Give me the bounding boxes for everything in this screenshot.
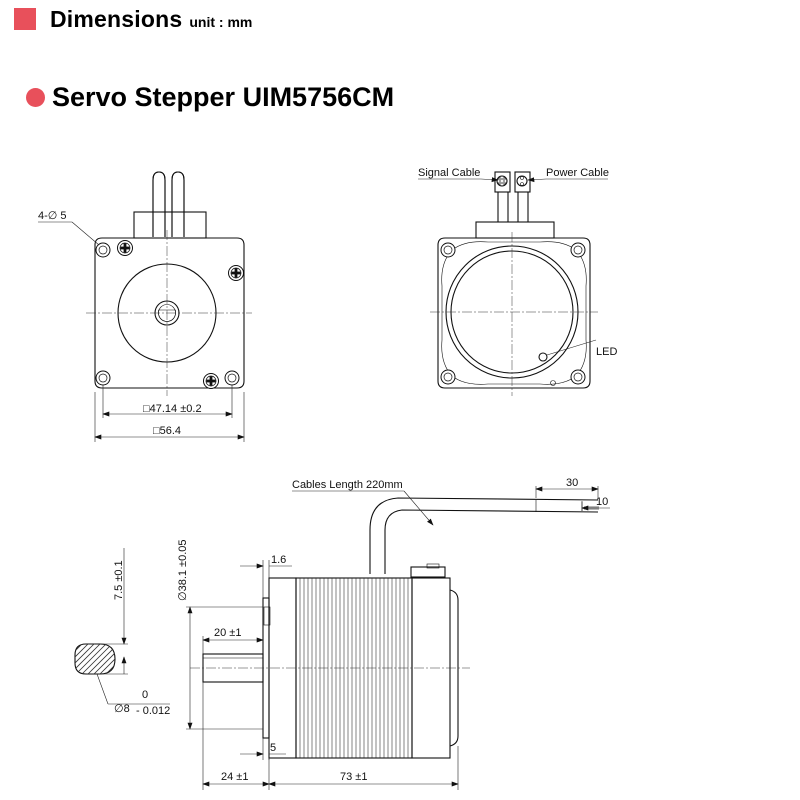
- side-view: Cables Length 220mm 30 10 ∅38.1 ±0.05 1.…: [177, 477, 610, 790]
- shaft-tol-upper: 0: [142, 689, 148, 701]
- flange-thickness-label: 1.6: [271, 554, 286, 566]
- flat-height-label: 7.5 ±0.1: [113, 560, 125, 600]
- header-square-icon: [14, 8, 36, 30]
- shaft-section: 7.5 ±0.1 ∅8 0 - 0.012: [74, 548, 170, 717]
- pilot-depth-label: 5: [270, 742, 276, 754]
- flange-size-label: □56.4: [153, 425, 181, 437]
- rear-view: Signal Cable Power Cable LED: [418, 167, 617, 396]
- led-label: LED: [596, 346, 617, 358]
- section-header: Dimensions unit : mm: [14, 5, 252, 33]
- hole-label: 4-∅ 5: [38, 210, 67, 222]
- power-cable-label: Power Cable: [546, 167, 609, 179]
- mount-hole-icon: [95, 370, 111, 386]
- front-view: 4-∅ 5 □47.14 ±0.2 □56.4: [38, 171, 252, 442]
- model-title: Servo Stepper UIM5756CM: [52, 81, 395, 112]
- screw-icon: [203, 373, 219, 389]
- header-unit: unit : mm: [189, 13, 253, 30]
- mount-hole-icon: [440, 242, 456, 258]
- shaft-flat-length-label: 20 ±1: [214, 627, 241, 639]
- shaft-diameter-label: ∅8: [114, 703, 130, 715]
- mount-hole-icon: [570, 369, 586, 385]
- screw-icon: [228, 265, 244, 281]
- signal-cable-label: Signal Cable: [418, 167, 480, 179]
- mount-hole-icon: [95, 242, 111, 258]
- strip-outer-label: 30: [566, 477, 578, 489]
- header-title: Dimensions: [50, 5, 183, 32]
- mount-hole-icon: [570, 242, 586, 258]
- mount-hole-icon: [224, 370, 240, 386]
- shaft-tol-lower: - 0.012: [136, 705, 170, 717]
- cables-length-label: Cables Length 220mm: [292, 479, 403, 491]
- body-length-label: 73 ±1: [340, 771, 367, 783]
- mount-hole-icon: [440, 369, 456, 385]
- screw-icon: [117, 240, 133, 256]
- bullet-dot-icon: [26, 87, 45, 107]
- model-heading: Servo Stepper UIM5756CM: [26, 80, 394, 114]
- bolt-spacing-label: □47.14 ±0.2: [143, 403, 202, 415]
- shaft-length-label: 24 ±1: [221, 771, 248, 783]
- strip-inner-label: 10: [596, 496, 608, 508]
- pilot-diameter-label: ∅38.1 ±0.05: [177, 540, 189, 602]
